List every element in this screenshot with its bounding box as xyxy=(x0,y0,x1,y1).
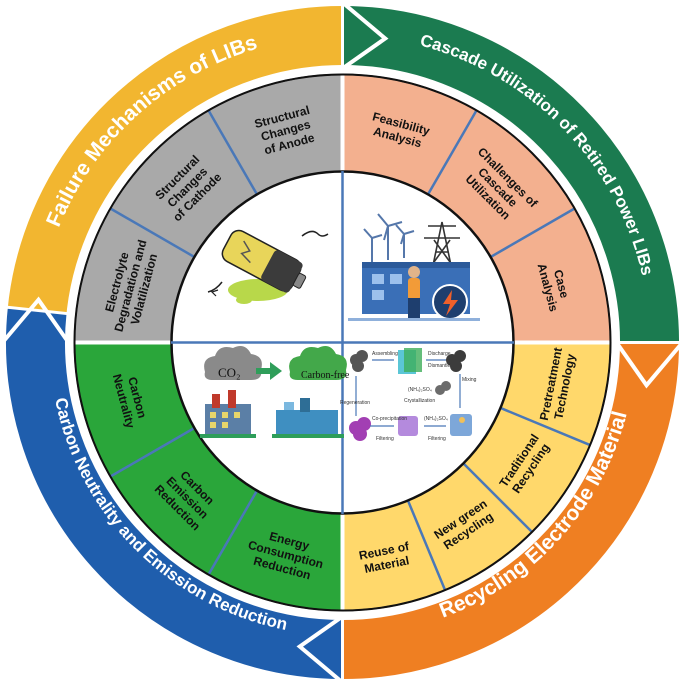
process-filtering-label-1: Filtering xyxy=(376,436,394,442)
inner-divider-carbon-1 xyxy=(207,489,259,576)
co2-label: CO₂ xyxy=(218,365,241,380)
recycling-process-illustration: Assembling Discharge Dismantle Mixing (N… xyxy=(340,348,477,442)
inner-divider-failure-2 xyxy=(207,109,259,196)
process-co-precipitation-label: Co-precipitation xyxy=(372,416,407,422)
process-crystallization-label: Crystallization xyxy=(404,398,435,404)
ring-arrow-notch-0 xyxy=(614,341,685,389)
carbon-free-label: Carbon-free xyxy=(301,370,350,381)
process-discharge-label: Discharge xyxy=(428,351,451,357)
process-dismantle-label: Dismantle xyxy=(428,363,450,369)
process-filtering-label-2: Filtering xyxy=(428,436,446,442)
inner-divider-failure-1 xyxy=(109,207,196,259)
process-regeneration-label: Regeneration xyxy=(340,400,370,406)
process-salt-2-label: (NH₄)₂SO₄ xyxy=(424,416,448,422)
process-mixing-label: Mixing xyxy=(462,377,477,383)
outer-segment-carbon xyxy=(3,305,344,683)
inner-divider-carbon-2 xyxy=(109,426,196,478)
ring-arrow-notch-2 xyxy=(0,296,71,344)
process-salt-1-label: (NH₄)₂SO₄ xyxy=(408,387,432,393)
co2-reduction-illustration: CO₂ Carbon-free xyxy=(200,346,350,438)
ring-arrow-notch-1 xyxy=(296,614,344,685)
inner-divider-recycling-1 xyxy=(500,406,591,447)
ring-arrow-notch-3 xyxy=(341,0,389,71)
inner-divider-cascade-2 xyxy=(489,207,576,259)
damaged-battery-illustration xyxy=(207,229,329,304)
inner-divider-recycling-2 xyxy=(462,462,533,533)
process-assembling-label: Assembling xyxy=(372,351,398,357)
inner-ring-outline xyxy=(73,73,612,612)
power-grid-illustration xyxy=(348,213,480,321)
inner-divider-cascade-1 xyxy=(426,109,478,196)
inner-divider-recycling-3 xyxy=(406,500,447,591)
